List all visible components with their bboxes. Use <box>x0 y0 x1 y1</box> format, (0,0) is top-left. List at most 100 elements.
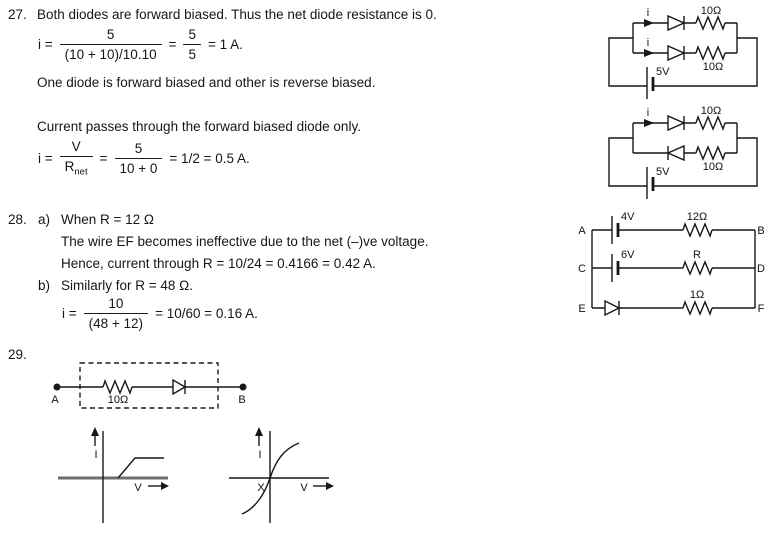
resistor-mid-label: R <box>693 249 701 261</box>
p27-line1: Both diodes are forward biased. Thus the… <box>37 7 437 22</box>
x-axis-label: V <box>134 482 142 494</box>
y-axis-label: I <box>258 449 261 461</box>
node-f-label: F <box>758 303 765 315</box>
current-arrow-icon <box>644 119 654 127</box>
p28-number: 28. <box>8 212 27 227</box>
current-label: i <box>647 7 649 19</box>
battery-icon <box>646 167 655 199</box>
eq2-denominator2: 10 + 0 <box>119 160 158 176</box>
resistor-icon <box>695 115 726 131</box>
battery-icon <box>611 216 620 244</box>
diode-icon <box>667 14 686 32</box>
current-arrow-icon <box>644 19 654 27</box>
wires <box>608 22 758 87</box>
resistor-icon <box>695 45 726 61</box>
resistor-top-label: 10Ω <box>701 105 721 117</box>
node-b-label: B <box>238 394 245 406</box>
y-axis-label: I <box>94 449 97 461</box>
x-axis-label: V <box>300 482 308 494</box>
eq1-numerator2: 5 <box>183 27 201 45</box>
diode-icon <box>667 44 686 62</box>
battery-label: 5V <box>656 166 670 178</box>
up-arrow-icon <box>255 427 263 446</box>
resistor-icon <box>682 222 713 238</box>
eq2-fraction2: 5 10 + 0 <box>114 141 163 176</box>
battery-label: 5V <box>656 66 670 78</box>
resistor-top-label: 10Ω <box>701 5 721 17</box>
battery-icon <box>646 67 655 99</box>
eq2-den1-base: R <box>64 159 75 174</box>
p28-equation: i = 10 (48 + 12) = 10/60 = 0.16 A. <box>62 296 258 331</box>
terminal-a-dot <box>53 383 61 391</box>
eq3-denominator: (48 + 12) <box>88 316 144 331</box>
eq2-numerator2: 5 <box>114 141 163 159</box>
resistor-icon <box>695 15 726 31</box>
p27-equation1: i = 5 (10 + 10)/10.10 = 5 5 = 1 A. <box>38 27 243 62</box>
resistor-bottom-label: 1Ω <box>690 289 704 301</box>
curve <box>117 457 164 479</box>
p29-number: 29. <box>8 347 27 362</box>
eq1-rhs: = 1 A. <box>208 37 243 52</box>
resistor-bottom-label: 10Ω <box>703 161 723 173</box>
eq2-den1-subscript: net <box>74 166 88 178</box>
eq1-lhs: i = <box>38 37 53 52</box>
eq1-fraction1: 5 (10 + 10)/10.10 <box>59 27 162 62</box>
eq1-equals: = <box>168 37 177 52</box>
diode-reversed-icon <box>666 144 685 162</box>
dashed-box <box>79 362 219 409</box>
eq3-rhs: = 10/60 = 0.16 A. <box>155 306 258 321</box>
eq3-lhs: i = <box>62 306 77 321</box>
eq1-denominator1: (10 + 10)/10.10 <box>64 47 157 62</box>
up-arrow-icon <box>91 427 99 446</box>
circuit-diagram-parallel-diodes-both-forward: i i 10Ω 10Ω 5V <box>608 5 758 99</box>
current-arrow-icon <box>644 49 654 57</box>
node-c-label: C <box>578 263 586 275</box>
eq3-numerator: 10 <box>83 296 149 314</box>
circuit-diagram-black-box-ab: A 10Ω B <box>51 362 247 409</box>
eq1-fraction2: 5 5 <box>183 27 201 62</box>
eq2-denominator1: Rnet <box>60 157 93 178</box>
eq2-fraction1: V Rnet <box>59 139 93 178</box>
eq2-lhs: i = <box>38 150 53 166</box>
resistor-icon <box>682 300 713 316</box>
battery-icon <box>611 254 620 282</box>
eq1-denominator2: 5 <box>188 47 196 62</box>
battery-top-label: 4V <box>621 211 635 223</box>
current-label: i <box>647 107 649 119</box>
p27-line3: Current passes through the forward biase… <box>37 119 361 134</box>
curve <box>241 442 300 515</box>
diode-icon <box>667 114 686 132</box>
current-label: i <box>647 37 649 49</box>
p28-a-line1: When R = 12 Ω <box>61 212 155 227</box>
p27-line2: One diode is forward biased and other is… <box>37 75 376 90</box>
resistor-bottom-label: 10Ω <box>703 61 723 73</box>
eq3-fraction: 10 (48 + 12) <box>83 296 149 331</box>
p28-a-line2: The wire EF becomes ineffective due to t… <box>61 234 429 249</box>
p28-b-line1: Similarly for R = 48 Ω. <box>61 278 194 293</box>
diode-icon <box>604 299 621 317</box>
eq2-rhs: = 1/2 = 0.5 A. <box>169 150 250 166</box>
circuit-diagram-parallel-diodes-one-reversed: i 10Ω 10Ω 5V <box>608 105 758 199</box>
resistor-top-label: 12Ω <box>687 211 707 223</box>
eq2-numerator1: V <box>59 139 93 157</box>
terminal-b-dot <box>239 383 247 391</box>
node-d-label: D <box>757 263 765 275</box>
eq2-equals: = <box>99 150 108 166</box>
resistor-icon <box>682 260 713 276</box>
wires <box>591 229 756 309</box>
battery-mid-label: 6V <box>621 249 635 261</box>
node-a-label: A <box>51 394 59 406</box>
p28-a-label: a) <box>38 212 51 227</box>
eq1-numerator1: 5 <box>59 27 162 45</box>
right-arrow-icon <box>148 482 169 490</box>
node-e-label: E <box>578 303 585 315</box>
resistor-icon <box>695 145 726 161</box>
graph-diode-characteristic-ideal: I V <box>58 427 169 523</box>
p27-equation2: i = V Rnet = 5 10 + 0 = 1/2 = 0.5 A. <box>38 139 250 178</box>
origin-label: X <box>257 482 265 494</box>
right-arrow-icon <box>313 482 334 490</box>
circuit-diagram-ladder-abcdef: A B C D E F 4V 6V 12Ω R 1Ω <box>578 211 765 317</box>
diode-icon <box>172 378 187 396</box>
graph-diode-characteristic-real: I X V <box>229 427 334 523</box>
